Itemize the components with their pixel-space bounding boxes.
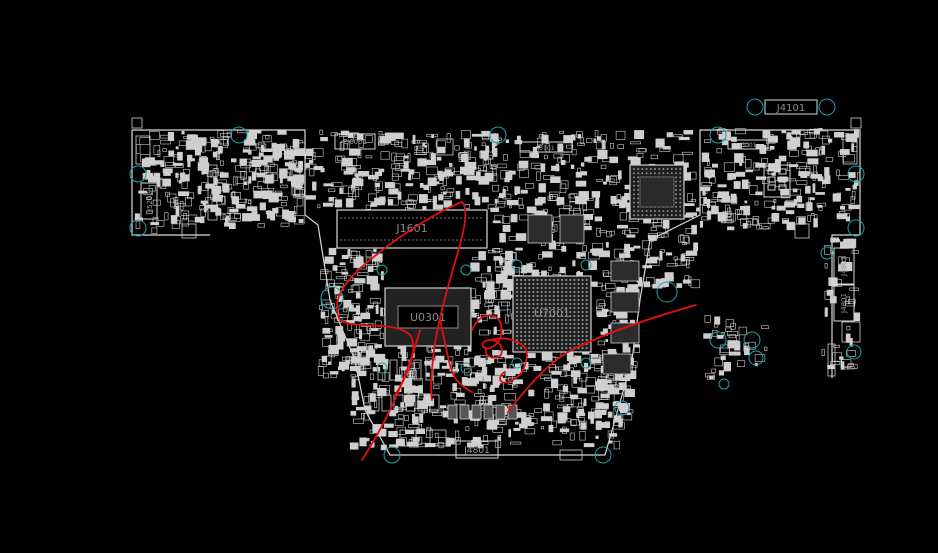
connector-8pin[interactable]: [763, 164, 791, 198]
connector-j3101[interactable]: J3101: [519, 141, 573, 153]
chip-column: [527, 214, 640, 375]
label-j4801-right: J4801: [840, 293, 848, 314]
mounting-holes: [129, 98, 865, 464]
connector-j4801-bottom[interactable]: J4801: [455, 440, 499, 459]
red-annotation: [335, 201, 697, 461]
label-j4101: J4101: [776, 103, 805, 114]
connector-pj6001[interactable]: PJ6001: [334, 133, 376, 150]
chip-u0301[interactable]: U0301: [384, 287, 472, 347]
label-j3101: J3101: [536, 145, 554, 152]
connector-j4101[interactable]: J4101: [764, 99, 818, 115]
label-j5202: J5202: [146, 191, 154, 212]
label-pj6001: PJ6001: [343, 138, 367, 146]
label-j4802: J4802: [840, 256, 848, 277]
component-field: [131, 117, 862, 461]
chip-u7001[interactable]: U7001: [512, 275, 592, 353]
connector-j3001[interactable]: J3001: [727, 139, 769, 150]
label-j3001: J3001: [738, 142, 756, 149]
label-u7001: U7001: [534, 307, 570, 320]
connector-j4802[interactable]: J4802: [833, 247, 855, 285]
connector-j4801-right[interactable]: J4801: [833, 284, 855, 322]
connector-j5202[interactable]: J5202: [140, 182, 158, 220]
label-j4801-bottom: J4801: [463, 446, 490, 456]
label-u0301: U0301: [410, 311, 446, 324]
chip-top-right[interactable]: [629, 164, 685, 220]
